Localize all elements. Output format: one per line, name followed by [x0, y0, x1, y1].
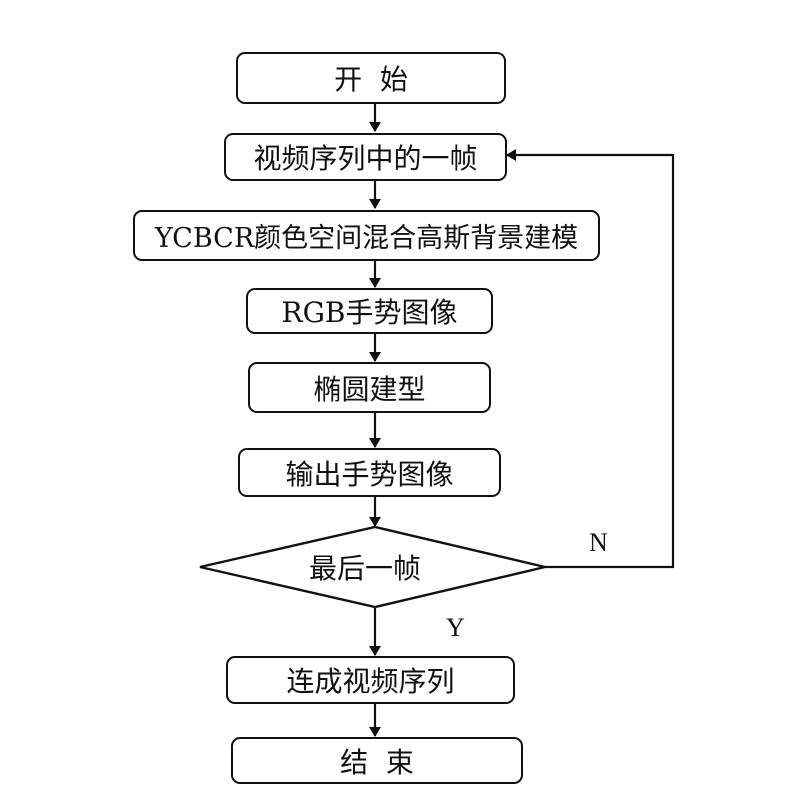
ellipse-label: 椭圆建型: [313, 372, 426, 406]
start-label: 开 始: [334, 63, 408, 96]
concat-label: 连成视频序列: [286, 665, 455, 698]
end-label: 结 束: [340, 745, 414, 779]
loop-back-arrow: [506, 149, 675, 569]
rgb-label: RGB手势图像: [281, 296, 458, 329]
end-node: 结 束: [231, 737, 523, 784]
decision-label: 最后一帧: [308, 552, 422, 585]
gmm-node: YCBCR颜色空间混合高斯背景建模: [133, 210, 600, 261]
yes-label: Y: [446, 613, 465, 642]
output-label: 输出手势图像: [285, 457, 454, 491]
frame-label: 视频序列中的一帧: [253, 142, 478, 175]
decision-diamond: [199, 525, 546, 609]
frame-node: 视频序列中的一帧: [224, 133, 507, 181]
output-node: 输出手势图像: [238, 448, 501, 497]
no-label: N: [589, 528, 608, 557]
ellipse-node: 椭圆建型: [248, 362, 491, 413]
gmm-label: YCBCR颜色空间混合高斯背景建模: [154, 223, 579, 254]
concat-node: 连成视频序列: [226, 656, 515, 704]
rgb-node: RGB手势图像: [246, 288, 493, 334]
start-node: 开 始: [236, 52, 506, 104]
